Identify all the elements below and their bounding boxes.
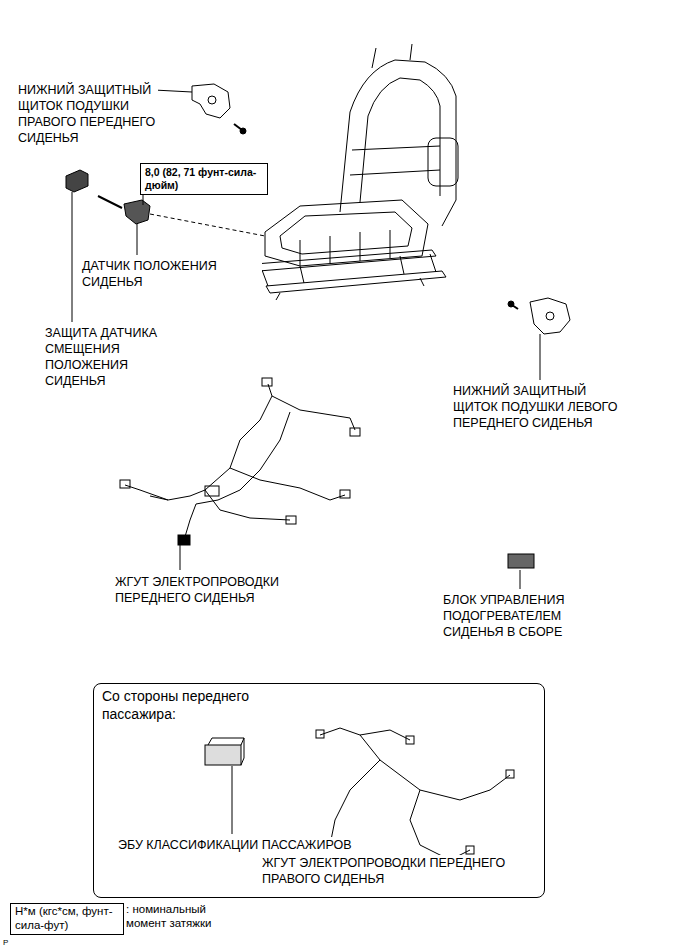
passenger-parts-part xyxy=(506,770,514,778)
seat-frame-part xyxy=(372,44,412,68)
passenger-parts-part xyxy=(330,760,380,845)
left-cushion-shield-part xyxy=(546,312,554,320)
leader-lines-part xyxy=(232,766,233,834)
part-label: ЖГУТ ЭЛЕКТРОПРОВОДКИ ПЕРЕДНЕГО ПРАВОГО С… xyxy=(262,855,532,887)
seat-wire-harness-part xyxy=(286,516,296,524)
torque-legend-box: Н*м (кгс*см, фунт-сила-фут) xyxy=(10,903,124,935)
right-cushion-shield-part xyxy=(240,128,246,134)
part-label: НИЖНИЙ ЗАЩИТНЫЙ ЩИТОК ПОДУШКИ ПРАВОГО ПЕ… xyxy=(18,82,158,146)
seat-position-sensor-part xyxy=(124,200,150,224)
passenger-parts-part xyxy=(360,730,410,740)
passenger-parts-part xyxy=(208,738,244,765)
seat-wire-harness-part xyxy=(125,485,168,500)
box-text: Со стороны переднего пассажира: xyxy=(102,688,302,723)
seat-wire-harness-part xyxy=(205,486,219,496)
leader-lines-part xyxy=(540,334,541,380)
sensor-protector xyxy=(66,170,88,192)
seat-wire-harness-part xyxy=(272,396,355,430)
seat-wire-harness-part xyxy=(120,480,130,488)
seat-wire-harness-part xyxy=(150,384,272,500)
seat-wire-harness-part xyxy=(350,428,360,436)
leader-lines-part xyxy=(520,570,521,589)
leader-lines-part xyxy=(72,192,73,322)
seat-frame-part xyxy=(340,60,456,226)
leader-lines-part xyxy=(137,224,138,255)
seat-wire-harness-part xyxy=(184,412,290,540)
seat-wire-harness-part xyxy=(178,535,190,545)
part-label: НИЖНИЙ ЗАЩИТНЫЙ ЩИТОК ПОДУШКИ ЛЕВОГО ПЕР… xyxy=(453,383,618,431)
torque-box: 8,0 (82, 71 фунт-сила-дюйм) xyxy=(140,163,268,195)
legend-note: : номинальный момент затяжки xyxy=(126,903,238,931)
part-label: ЗАЩИТА ДАТЧИКА СМЕЩЕНИЯ ПОЛОЖЕНИЯ СИДЕНЬ… xyxy=(45,325,165,389)
seat-frame-part xyxy=(276,278,424,300)
right-cushion-shield xyxy=(192,84,246,134)
leader-lines-part xyxy=(180,542,181,570)
seat-frame-part xyxy=(262,254,436,286)
passenger-parts-part xyxy=(410,790,470,860)
right-cushion-shield-part xyxy=(208,96,216,104)
seat-frame-part xyxy=(360,78,440,202)
seat-frame-part xyxy=(266,271,446,293)
seat-frame-part xyxy=(350,146,440,175)
leader-lines xyxy=(72,90,540,852)
left-cushion-shield-part xyxy=(508,301,514,307)
seat-wire-harness-part xyxy=(262,378,272,386)
part-label: БЛОК УПРАВЛЕНИЯ ПОДОГРЕВАТЕЛЕМ СИДЕНЬЯ В… xyxy=(443,592,603,640)
seat-wire-harness-part xyxy=(340,490,350,498)
seat-wire-harness-part xyxy=(230,468,345,500)
part-label: ЭБУ КЛАССИФИКАЦИИ ПАССАЖИРОВ xyxy=(118,837,352,853)
sensor-protector-part xyxy=(66,170,88,192)
seat-frame-part xyxy=(265,200,428,266)
passenger-parts-part xyxy=(466,846,474,854)
passenger-parts-part xyxy=(406,736,414,744)
leader-lines-part xyxy=(154,90,192,92)
left-cushion-shield xyxy=(508,298,570,334)
passenger-parts-part xyxy=(205,745,241,765)
seat-wire-harness xyxy=(120,378,360,545)
seat-wire-harness-part xyxy=(205,490,290,520)
passenger-parts-part xyxy=(316,730,324,738)
seat-position-sensor-part xyxy=(98,196,122,208)
heater-control-block xyxy=(508,554,534,568)
seat-frame-part xyxy=(255,250,436,271)
passenger-parts-part xyxy=(320,728,510,800)
seat-frame xyxy=(255,44,458,300)
box-text: 8,0 (82, 71 фунт-сила-дюйм) xyxy=(145,166,263,192)
left-cushion-shield-part xyxy=(530,298,570,334)
box-text: Н*м (кгс*см, фунт-сила-фут) xyxy=(15,905,119,933)
page-mark: P xyxy=(3,938,8,948)
part-label: ДАТЧИК ПОЛОЖЕНИЯ СИДЕНЬЯ xyxy=(82,258,262,290)
right-cushion-shield-part xyxy=(192,84,230,118)
seat-position-sensor xyxy=(98,196,265,236)
seat-frame-part xyxy=(428,138,458,186)
part-label: ЖГУТ ЭЛЕКТРОПРОВОДКИ ПЕРЕДНЕГО СИДЕНЬЯ xyxy=(115,574,315,606)
heater-control-block-part xyxy=(508,554,534,568)
seat-position-sensor-part xyxy=(150,214,265,236)
